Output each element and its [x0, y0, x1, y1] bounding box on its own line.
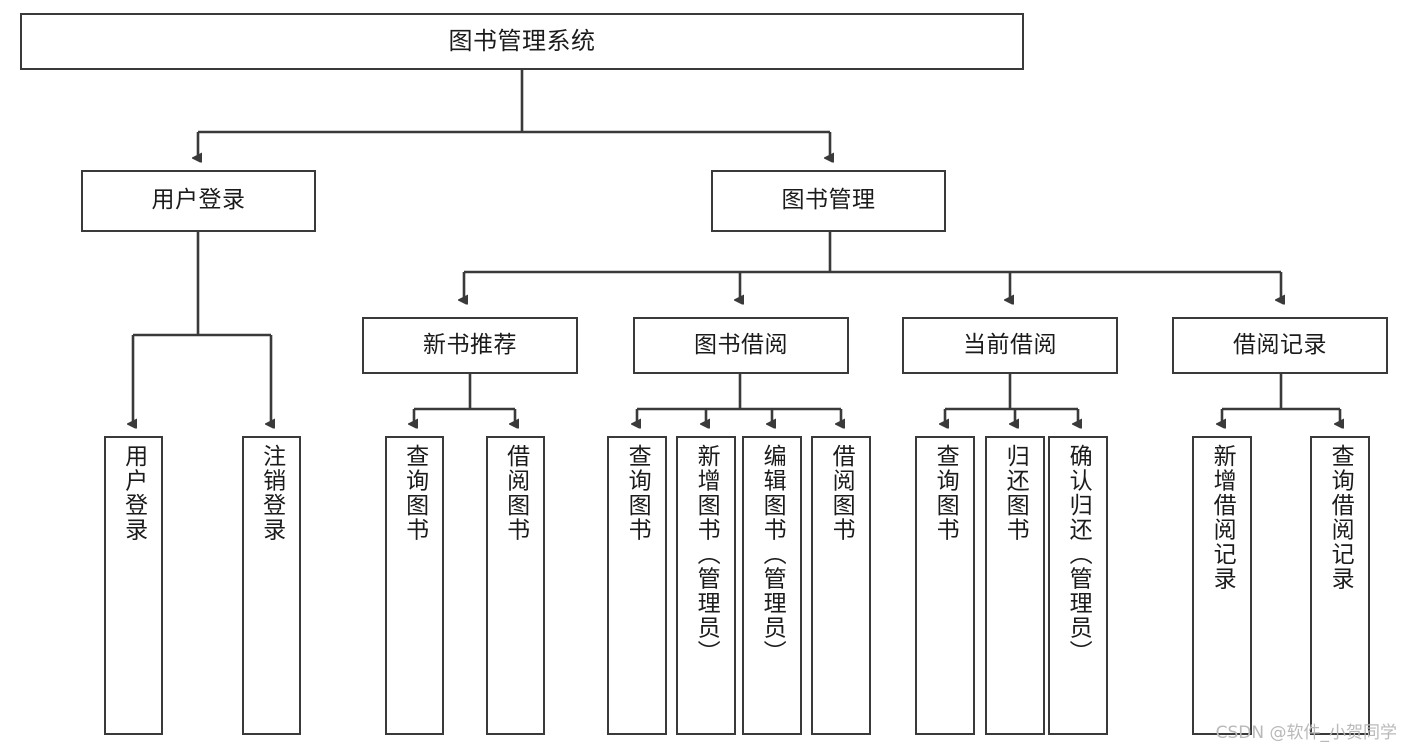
node-label: 编辑图书（管理员）	[759, 444, 786, 665]
node-borrow-record[interactable]: 借阅记录	[1172, 317, 1388, 374]
leaf-book-borrow-add[interactable]: 新增图书（管理员）	[676, 436, 736, 735]
node-book-management[interactable]: 图书管理	[711, 170, 946, 232]
node-label: 用户登录	[151, 187, 246, 214]
node-new-book-recommend[interactable]: 新书推荐	[362, 317, 578, 374]
node-label: 归还图书	[1002, 444, 1029, 542]
leaf-borrow-record-query[interactable]: 查询借阅记录	[1310, 436, 1370, 735]
node-label: 新增借阅记录	[1209, 444, 1236, 591]
leaf-book-borrow-lend[interactable]: 借阅图书	[811, 436, 871, 735]
leaf-user-login-signout[interactable]: 注销登录	[242, 436, 301, 735]
node-label: 注销登录	[258, 444, 285, 542]
node-label: 查询图书	[401, 444, 428, 542]
node-label: 新增图书（管理员）	[693, 444, 720, 665]
node-label: 当前借阅	[963, 331, 1057, 358]
csdn-watermark: CSDN @软件_小贺同学	[1215, 723, 1397, 743]
leaf-current-borrow-confirm-return[interactable]: 确认归还（管理员）	[1048, 436, 1108, 735]
leaf-book-borrow-query[interactable]: 查询图书	[607, 436, 667, 735]
node-label: 确认归还（管理员）	[1065, 444, 1092, 665]
node-label: 查询借阅记录	[1327, 444, 1354, 591]
node-root-system[interactable]: 图书管理系统	[20, 13, 1024, 70]
node-current-borrow[interactable]: 当前借阅	[902, 317, 1118, 374]
node-label: 图书借阅	[694, 331, 788, 358]
node-label: 借阅记录	[1233, 331, 1327, 358]
node-label: 查询图书	[624, 444, 651, 542]
node-label: 查询图书	[932, 444, 959, 542]
node-label: 用户登录	[120, 444, 147, 542]
node-book-borrow[interactable]: 图书借阅	[633, 317, 849, 374]
leaf-current-borrow-query[interactable]: 查询图书	[915, 436, 975, 735]
node-label: 借阅图书	[502, 444, 529, 542]
node-label: 图书管理系统	[448, 27, 596, 56]
leaf-user-login-signin[interactable]: 用户登录	[104, 436, 163, 735]
leaf-book-borrow-edit[interactable]: 编辑图书（管理员）	[742, 436, 802, 735]
leaf-current-borrow-return[interactable]: 归还图书	[985, 436, 1045, 735]
node-label: 图书管理	[781, 187, 876, 214]
leaf-borrow-record-add[interactable]: 新增借阅记录	[1192, 436, 1252, 735]
node-label: 新书推荐	[423, 331, 517, 358]
node-label: 借阅图书	[828, 444, 855, 542]
leaf-new-book-query[interactable]: 查询图书	[385, 436, 444, 735]
leaf-new-book-borrow[interactable]: 借阅图书	[486, 436, 545, 735]
node-user-login[interactable]: 用户登录	[81, 170, 316, 232]
